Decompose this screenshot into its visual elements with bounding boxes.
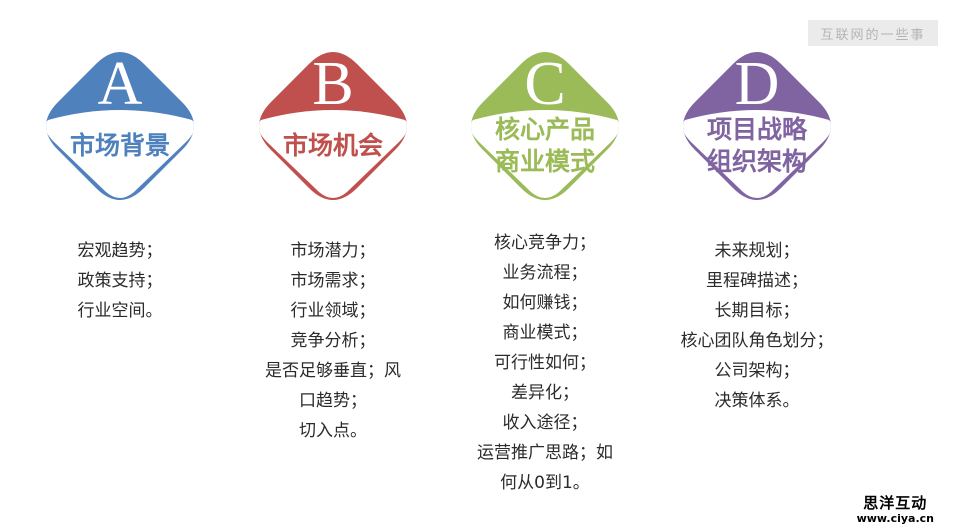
- card-d-list-item: 核心团队角色划分；: [680, 331, 834, 351]
- card-c-items: 核心竞争力； 业务流程； 如何赚钱； 商业模式； 可行性如何； 差异化； 收入途径； 运营推广…: [455, 228, 635, 498]
- card-c-title-line: 商业模式: [495, 147, 595, 176]
- card-b-list-item: 行业领域；: [290, 301, 376, 321]
- card-a-items: 宏观趋势； 政策支持； 行业空间。: [30, 236, 210, 326]
- card-b-list-item: 竞争分析；: [290, 331, 376, 351]
- card-d-list-item: 长期目标；: [714, 301, 800, 321]
- card-a-list-item: 宏观趋势；: [77, 241, 163, 261]
- card-b-list-item: 市场潜力；: [290, 241, 376, 261]
- card-a-list-item: 行业空间。: [77, 301, 163, 321]
- watermark-logo: 思洋互动 www.ciya.cn: [857, 494, 934, 525]
- card-d-list-item: 决策体系。: [714, 391, 800, 411]
- card-c-letter: C: [524, 50, 565, 118]
- card-c-title-line: 核心产品: [495, 115, 595, 144]
- card-c-list-item: 差异化；: [511, 383, 579, 403]
- card-d-inner-panel: [683, 110, 831, 198]
- card-d-title-line: 组织架构: [707, 147, 807, 176]
- card-d-list-item: 未来规划；: [714, 241, 800, 261]
- card-c-list-item: 何从0到1。: [500, 473, 590, 493]
- corner-badge: 互联网的一些事: [808, 20, 938, 46]
- card-d-letter: D: [735, 50, 780, 118]
- card-c-list-item: 可行性如何；: [494, 353, 596, 373]
- card-d-list-item: 里程碑描述；: [706, 271, 808, 291]
- card-c-list-item: 运营推广思路；如: [477, 443, 613, 463]
- card-b-items: 市场潜力； 市场需求； 行业领域； 竞争分析； 是否足够垂直；风口趋势； 切入点。: [243, 236, 423, 446]
- watermark-title: 思洋互动: [863, 494, 928, 512]
- card-c-list-item: 收入途径；: [502, 413, 588, 433]
- card-b-inner-panel: [259, 110, 407, 198]
- card-b-list-item: 市场需求；: [290, 271, 376, 291]
- card-d-items: 未来规划； 里程碑描述； 长期目标； 核心团队角色划分； 公司架构； 决策体系。: [667, 236, 847, 416]
- card-b-list-item: 是否足够垂直；风: [265, 361, 401, 381]
- card-a-inner-panel: [46, 110, 194, 198]
- card-a: A 市场背景: [46, 50, 194, 200]
- card-c-list-item: 如何赚钱；: [502, 293, 588, 313]
- card-a-list-item: 政策支持；: [77, 271, 163, 291]
- card-d-list-item: 公司架构；: [714, 361, 800, 381]
- card-a-title-line: 市场背景: [70, 131, 170, 160]
- card-c-list-item: 业务流程；: [502, 263, 588, 283]
- card-b-list-item: 切入点。: [299, 421, 367, 441]
- card-b-list-item: 口趋势；: [299, 391, 367, 411]
- card-c-list-item: 核心竞争力；: [494, 233, 596, 253]
- card-b-letter: B: [312, 50, 353, 118]
- card-d-title-line: 项目战略: [707, 115, 808, 144]
- card-a-letter: A: [98, 50, 143, 118]
- card-c-inner-panel: [471, 110, 619, 198]
- card-b-title-line: 市场机会: [283, 131, 383, 160]
- watermark-url: www.ciya.cn: [856, 512, 934, 525]
- card-c-list-item: 商业模式；: [502, 323, 588, 343]
- card-b: B 市场机会: [259, 50, 407, 200]
